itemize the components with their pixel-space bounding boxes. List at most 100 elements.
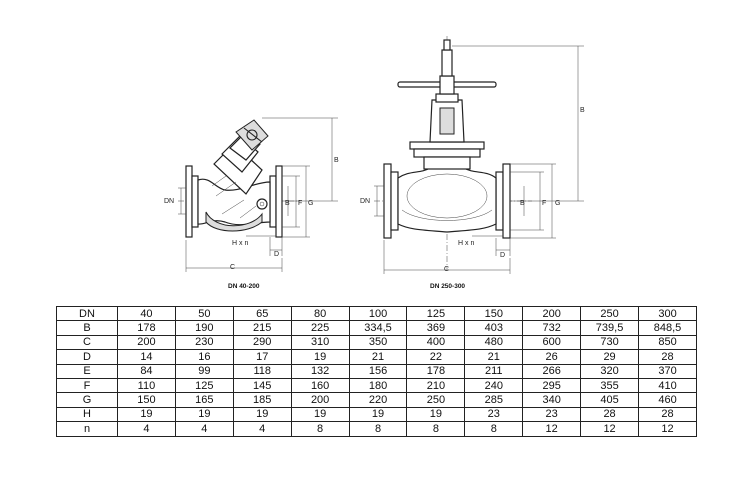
table-cell: 125	[174, 377, 234, 394]
table-cell: 100	[348, 305, 408, 322]
table-cell: 370	[638, 363, 697, 379]
table-cell: 12	[638, 421, 697, 437]
table-cell: 4	[117, 421, 176, 437]
table-cell: 26	[522, 349, 582, 365]
row-label: H	[56, 406, 118, 423]
right-c-label: C	[444, 266, 449, 273]
right-hxn-label: H x n	[458, 240, 474, 247]
right-flange	[275, 165, 283, 238]
table-cell: 190	[174, 320, 234, 336]
valve-drawing-dn250-300: DN B B F G H x n D C DN 250-300	[360, 36, 585, 290]
table-cell: 12	[522, 421, 582, 437]
table-cell: 480	[464, 334, 524, 351]
table-cell: 4	[232, 421, 292, 437]
table-cell: 28	[638, 406, 697, 423]
table-cell: 300	[638, 305, 697, 322]
table-cell: 16	[174, 349, 234, 365]
table-cell: 211	[464, 363, 524, 379]
table-cell: 40	[117, 305, 176, 322]
table-cell: 739,5	[580, 320, 640, 336]
right-b-height-label: B	[580, 107, 585, 114]
table-cell: 8	[348, 421, 408, 437]
table-cell: 250	[580, 305, 640, 322]
table-cell: 156	[348, 363, 408, 379]
row-label: G	[56, 392, 118, 408]
left-b-label: B	[285, 200, 290, 207]
table-cell: 125	[406, 305, 466, 322]
table-cell: 28	[580, 406, 640, 423]
table-cell: 8	[464, 421, 524, 437]
table-cell: 19	[406, 406, 466, 423]
table-cell: 210	[406, 377, 466, 394]
table-cell: 215	[232, 320, 292, 336]
table-cell: 19	[348, 406, 408, 423]
right-valve-right-flange	[502, 163, 511, 239]
table-cell: 19	[174, 406, 234, 423]
table-cell: 23	[522, 406, 582, 423]
table-cell: 99	[174, 363, 234, 379]
table-cell: 403	[464, 320, 524, 336]
table-cell: 355	[580, 377, 640, 394]
table-cell: 150	[464, 305, 524, 322]
left-dn-label: DN	[164, 198, 174, 205]
table-cell: 14	[117, 349, 176, 365]
table-cell: 730	[580, 334, 640, 351]
table-cell: 340	[522, 392, 582, 408]
table-cell: 369	[406, 320, 466, 336]
right-b-label: B	[520, 200, 525, 207]
table-cell: 290	[232, 334, 292, 351]
table-cell: 295	[522, 377, 582, 394]
table-cell: 21	[464, 349, 524, 365]
table-cell: 8	[290, 421, 350, 437]
table-cell: 285	[464, 392, 524, 408]
table-cell: 23	[464, 406, 524, 423]
table-cell: 17	[232, 349, 292, 365]
table-cell: 350	[348, 334, 408, 351]
table-cell: 50	[174, 305, 234, 322]
left-c-label: C	[230, 264, 235, 271]
valve-stem	[441, 49, 453, 77]
table-cell: 22	[406, 349, 466, 365]
table-cell: 19	[232, 406, 292, 423]
bonnet-flange	[409, 141, 485, 150]
left-drawing-caption: DN 40-200	[228, 283, 260, 290]
table-cell: 230	[174, 334, 234, 351]
table-cell: 460	[638, 392, 697, 408]
valve-drawing-dn40-200: DN B B F G H x n D C DN 40-200	[164, 117, 339, 290]
table-cell: 850	[638, 334, 697, 351]
right-valve-body	[397, 167, 497, 233]
table-cell: 110	[117, 377, 176, 394]
table-cell: 320	[580, 363, 640, 379]
table-cell: 178	[117, 320, 176, 336]
right-f-label: F	[542, 200, 546, 207]
table-cell: 19	[290, 349, 350, 365]
row-label: DN	[56, 305, 118, 322]
table-cell: 28	[638, 349, 697, 365]
table-cell: 266	[522, 363, 582, 379]
table-cell: 600	[522, 334, 582, 351]
table-cell: 180	[348, 377, 408, 394]
right-g-label: G	[555, 200, 560, 207]
technical-drawing: DN B B F G H x n D C DN 40-200	[164, 36, 585, 290]
table-cell: 80	[290, 305, 350, 322]
table-cell: 848,5	[638, 320, 697, 336]
table-cell: 732	[522, 320, 582, 336]
left-b-height-label: B	[334, 157, 339, 164]
table-cell: 132	[290, 363, 350, 379]
table-cell: 405	[580, 392, 640, 408]
table-cell: 4	[174, 421, 234, 437]
left-f-label: F	[298, 200, 302, 207]
table-cell: 185	[232, 392, 292, 408]
row-label: B	[56, 320, 118, 336]
row-label: n	[56, 421, 118, 437]
table-cell: 12	[580, 421, 640, 437]
